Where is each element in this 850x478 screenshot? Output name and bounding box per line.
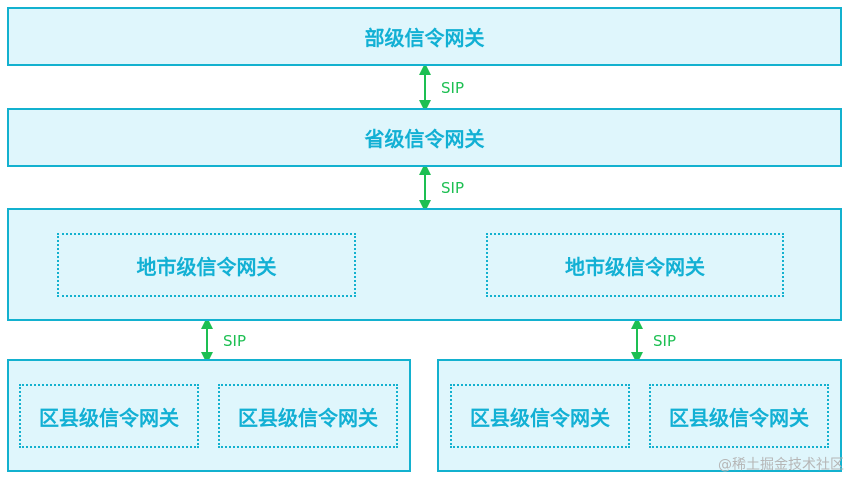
sip-label-province-city: SIP — [441, 179, 464, 197]
province-gateway-label: 省级信令网关 — [364, 127, 485, 151]
city-gateway-left-box — [57, 233, 356, 297]
county-gateway-4-box — [649, 384, 829, 448]
county-gateway-4-label: 区县级信令网关 — [669, 405, 809, 430]
county-gateway-1-label: 区县级信令网关 — [39, 405, 179, 430]
province-gateway-box — [7, 108, 842, 167]
county-gateway-3-box — [450, 384, 630, 448]
county-gateway-3-label: 区县级信令网关 — [470, 405, 610, 430]
ministry-gateway-box — [7, 7, 842, 66]
watermark-text: @稀土掘金技术社区 — [718, 457, 844, 473]
county-gateway-2-box — [218, 384, 398, 448]
city-gateway-left-label: 地市级信令网关 — [136, 254, 277, 279]
sip-label-city-county-left: SIP — [223, 332, 246, 350]
sip-label-ministry-province: SIP — [441, 79, 464, 97]
ministry-gateway-label: 部级信令网关 — [364, 26, 485, 50]
county-gateway-1-box — [19, 384, 199, 448]
county-gateway-2-label: 区县级信令网关 — [238, 405, 378, 430]
sip-label-city-county-right: SIP — [653, 332, 676, 350]
city-gateway-right-label: 地市级信令网关 — [565, 254, 705, 279]
city-gateway-right-box — [486, 233, 784, 297]
